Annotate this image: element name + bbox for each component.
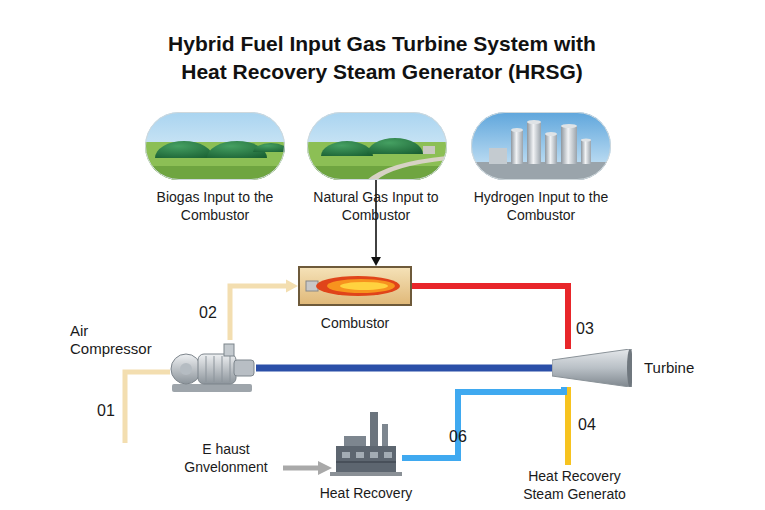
input-caption: Biogas Input to the Combustor [130,188,300,224]
compressor-symbol [234,360,254,376]
component-label: Turbine [644,359,724,377]
heat-recovery-symbol [384,452,392,458]
input-caption: Natural Gas Input to Combustor [291,188,461,224]
flow-line [256,365,552,372]
callout-number: 03 [576,320,594,338]
exhaust-label: E haust Gnvelonment [166,440,286,476]
hrsg-label-box: Heat Recovery Steam Generato [512,465,637,505]
compressor-symbol [171,354,201,384]
arrow-head [286,279,298,292]
photo-card: Hydrogen Input to the Combustor [471,112,611,180]
input-caption: Hydrogen Input to the Combustor [456,188,626,224]
combustor-symbol [299,267,411,305]
hydrogen-photo [581,139,591,142]
photo-card: Natural Gas Input to Combustor [307,112,445,180]
turbine-cone: Turbine [552,349,632,387]
compressor-unit: Air Compressor [168,340,256,394]
compressor-symbol [214,356,215,382]
flow-connector [568,387,569,465]
heat-recovery-symbol [336,446,396,472]
combustor-symbol [340,282,388,290]
compressor-symbol [168,340,256,394]
flow-line [230,286,288,340]
compressor-symbol [172,384,252,392]
biogas-photo [146,113,285,180]
gas-photo [307,112,447,180]
heat-recovery-unit: Heat Recovery [330,410,402,476]
callout-number: 06 [449,428,467,446]
hydrogen-photo [545,132,557,136]
heat-recovery-symbol [370,412,378,450]
flow-connector [256,368,552,369]
heat-recovery-symbol [330,410,402,476]
gas-photo [423,146,435,154]
flow-connector [371,180,381,266]
compressor-symbol [198,354,236,384]
combustor-box: Combustor [298,266,412,306]
compressor-symbol [222,356,223,382]
callout-number: 04 [578,416,596,434]
hydrogen-photo [511,130,523,164]
gas-photo [321,141,373,156]
hydrogen-photo [527,122,541,164]
flow-connector [412,286,568,349]
flow-connector [402,387,564,458]
combustor-symbol [298,266,412,306]
arrow-head [371,257,381,266]
component-label: Heat Recovery [300,484,432,502]
turbine-symbol [627,349,632,387]
gas-photo [367,138,423,154]
component-label: Combustor [288,314,422,332]
callout-number: 01 [97,402,131,420]
hydrogen-photo [471,112,611,180]
exhaust-arrow-head [318,461,332,475]
air-intake-pipe [125,372,170,443]
heat-recovery-symbol [370,452,378,458]
hydrogen-photo [561,126,577,164]
turbine-symbol [552,349,632,387]
biogas-photo [145,112,285,180]
hydrogen-photo [545,134,557,164]
hydrogen-photo [472,113,611,180]
flow-line [375,180,377,259]
heat-recovery-symbol [356,452,364,458]
diagram-title: Hybrid Fuel Input Gas Turbine System wit… [147,30,617,86]
hydrogen-photo [489,148,507,164]
gas-photo [307,112,447,180]
flow-line [412,286,568,349]
component-label: Air Compressor [70,322,165,358]
hydrogen-photo [581,140,591,164]
combustor-symbol [327,279,395,293]
callout-number: 02 [199,304,217,322]
heat-recovery-symbol [336,461,396,463]
flow-line [565,387,571,465]
hydrogen-photo [527,120,541,124]
component-label: Heat Recovery Steam Generato [512,467,637,503]
biogas-photo [253,143,285,152]
compressor-symbol [224,344,234,356]
hydrogen-photo [471,112,611,180]
biogas-photo [145,112,285,180]
heat-recovery-symbol [330,472,402,476]
compressor-symbol [180,363,192,375]
hydrogen-photo [511,128,523,132]
gas-photo [367,156,447,180]
hydrogen-photo [561,124,577,128]
compressor-symbol [206,356,207,382]
compressor-symbol [230,356,231,382]
combustor-symbol [316,276,400,296]
flow-line [402,387,564,458]
turbine-symbol [552,349,632,387]
gas-photo [308,113,447,180]
flow-connector [230,279,298,340]
photo-card: Biogas Input to the Combustor [145,112,285,180]
biogas-photo [155,141,213,158]
biogas-photo [145,166,285,180]
exhaust-arrow [283,466,320,471]
hydrogen-photo [471,112,611,180]
heat-recovery-symbol [342,452,350,458]
gas-photo [307,112,447,180]
